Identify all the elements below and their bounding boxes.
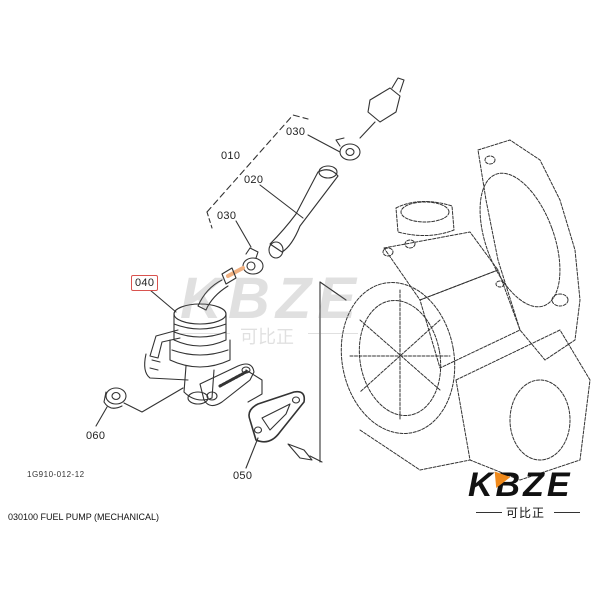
callout-030-upper[interactable]: 030 (286, 126, 306, 138)
callout-040-highlighted[interactable]: 040 (131, 275, 159, 291)
assembly-bracket (206, 114, 309, 213)
diagram-title: 030100 FUEL PUMP (MECHANICAL) (8, 512, 160, 522)
callout-060[interactable]: 060 (86, 430, 106, 442)
logo-text: KBZE (468, 466, 573, 504)
callout-050[interactable]: 050 (233, 470, 253, 482)
callout-010[interactable]: 010 (221, 150, 241, 162)
callout-030-lower[interactable]: 030 (217, 210, 237, 222)
brand-logo: KBZE 可比正 (462, 465, 596, 522)
logo-line-left (476, 512, 502, 513)
logo-subtext: 可比正 (506, 506, 546, 520)
drawing-code: 1G910-012-12 (27, 470, 85, 479)
logo-line-right (554, 512, 580, 513)
callout-020[interactable]: 020 (244, 174, 264, 186)
